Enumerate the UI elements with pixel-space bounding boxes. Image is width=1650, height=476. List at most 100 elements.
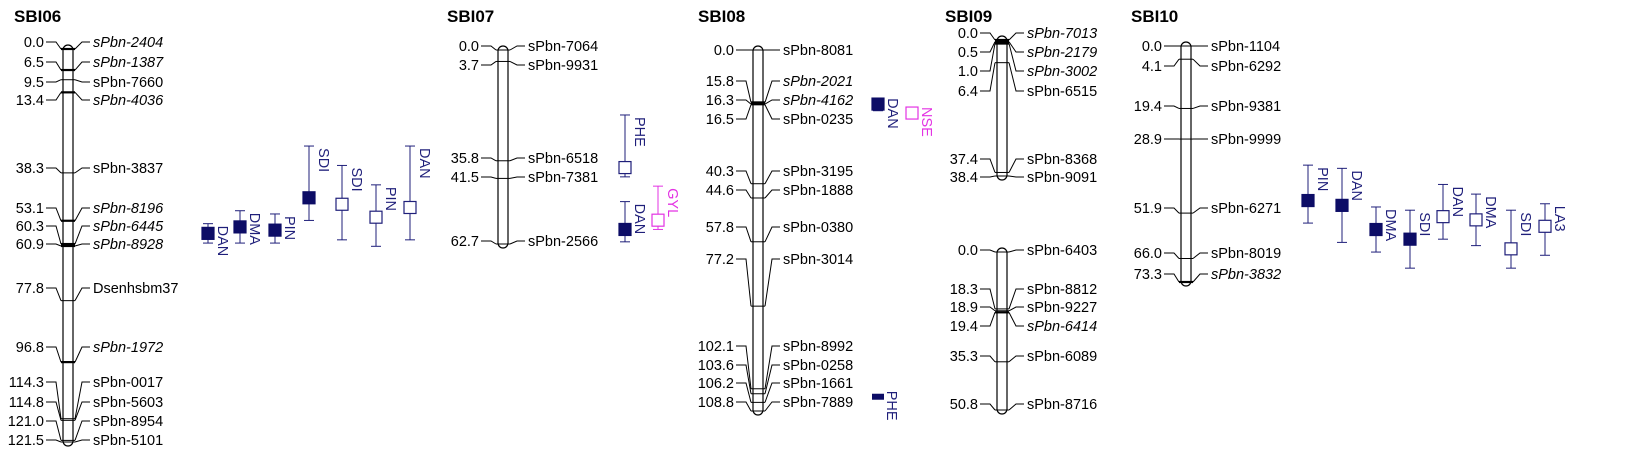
qtl-label: DMA [1482,196,1498,229]
qtl-label: DMA [246,213,262,246]
locus-position: 60.3 [16,219,44,235]
marker-name: sPbn-2021 [783,74,853,90]
marker-name: sPbn-8368 [1027,152,1097,168]
qtl-peak-marker [201,226,215,240]
locus-position: 0.0 [24,35,44,51]
qtl-label: PIN [281,216,297,240]
qtl-peak-marker [651,213,665,227]
marker-name: sPbn-2179 [1027,45,1097,61]
qtl-dma: DMA [233,210,262,246]
qtl-label: DAN [884,98,900,129]
position-leader [980,43,996,72]
marker-name: sPbn-6414 [1027,319,1097,335]
position-leader [736,226,752,242]
position-leader [980,249,996,253]
qtl-label: SDI [315,148,331,172]
marker-name: sPbn-9999 [1211,132,1281,148]
position-leader [46,439,62,443]
marker-leader [74,243,90,247]
position-leader [46,381,62,419]
qtl-peak-marker [1469,213,1483,227]
qtl-dan: DAN [1335,167,1364,243]
locus-position: 40.3 [706,164,734,180]
marker-name: sPbn-3002 [1027,64,1097,80]
marker-leader [1192,105,1208,109]
marker-leader [764,345,780,389]
locus-position: 0.0 [958,26,978,42]
locus-position: 53.1 [16,201,44,217]
qtl-label: DMA [1382,209,1398,242]
marker-leader [74,381,90,419]
marker-leader [1192,273,1208,283]
position-leader [46,346,62,363]
marker-name: sPbn-6089 [1027,349,1097,365]
marker-leader [1192,252,1208,259]
marker-leader [509,240,525,245]
position-leader [46,420,62,441]
locus-position: 19.4 [950,319,978,335]
locus-position: 66.0 [1134,246,1162,262]
qtl-sdi: SDI [1403,209,1432,269]
position-leader [46,61,62,71]
marker-leader [74,92,90,101]
marker-leader [509,61,525,66]
marker-name: sPbn-3832 [1211,267,1281,283]
marker-leader [1008,403,1024,411]
marker-name: sPbn-4036 [93,93,164,109]
marker-name: sPbn-2566 [528,234,598,250]
qtl-sdi: SDI [302,145,331,221]
qtl-pin: PIN [369,184,398,247]
position-leader [1164,58,1180,67]
qtl-peak-marker [1538,219,1552,233]
position-leader [980,175,996,178]
position-leader [736,345,752,389]
qtl-peak-marker [369,210,383,224]
position-leader [1164,252,1180,259]
marker-name: sPbn-8716 [1027,397,1097,413]
chromosome-bar [996,247,1008,415]
position-leader [46,287,62,301]
locus-position: 121.0 [8,414,44,430]
marker-name: sPbn-9931 [528,58,598,74]
marker-name: sPbn-7013 [1027,26,1097,42]
marker-leader [1008,249,1024,253]
marker-leader [74,41,90,50]
qtl-dma: DMA [1469,193,1498,247]
position-leader [980,306,996,312]
qtl-label: PHE [631,117,647,147]
position-leader [980,41,996,53]
position-leader [980,312,996,327]
qtl-peak-marker [1301,193,1315,208]
qtl-peak-marker [1504,242,1518,256]
locus-position: 3.7 [459,58,479,74]
locus-position: 50.8 [950,397,978,413]
marker-name: sPbn-6292 [1211,59,1281,75]
marker-name: sPbn-6271 [1211,201,1281,217]
position-leader [736,364,752,394]
marker-leader [1008,175,1024,178]
qtl-label: SDI [348,167,364,191]
qtl-label: DAN [1449,186,1465,217]
marker-leader [74,346,90,363]
qtl-peak-marker [302,191,316,205]
locus-position: 96.8 [16,340,44,356]
marker-name: sPbn-8812 [1027,282,1097,298]
marker-leader [764,364,780,394]
locus-position: 28.9 [1134,132,1162,148]
position-leader [980,288,996,310]
locus-position: 6.4 [958,84,978,100]
marker-leader [764,170,780,184]
locus-position: 18.3 [950,282,978,298]
marker-name: sPbn-2404 [93,35,163,51]
position-leader [46,92,62,101]
locus-position: 35.8 [451,151,479,167]
marker-name: sPbn-5603 [93,395,163,411]
chromosome-bar [996,35,1008,181]
position-leader [736,401,752,412]
locus-position: 0.0 [459,39,479,55]
marker-name: sPbn-1888 [783,183,853,199]
marker-leader [74,207,90,221]
